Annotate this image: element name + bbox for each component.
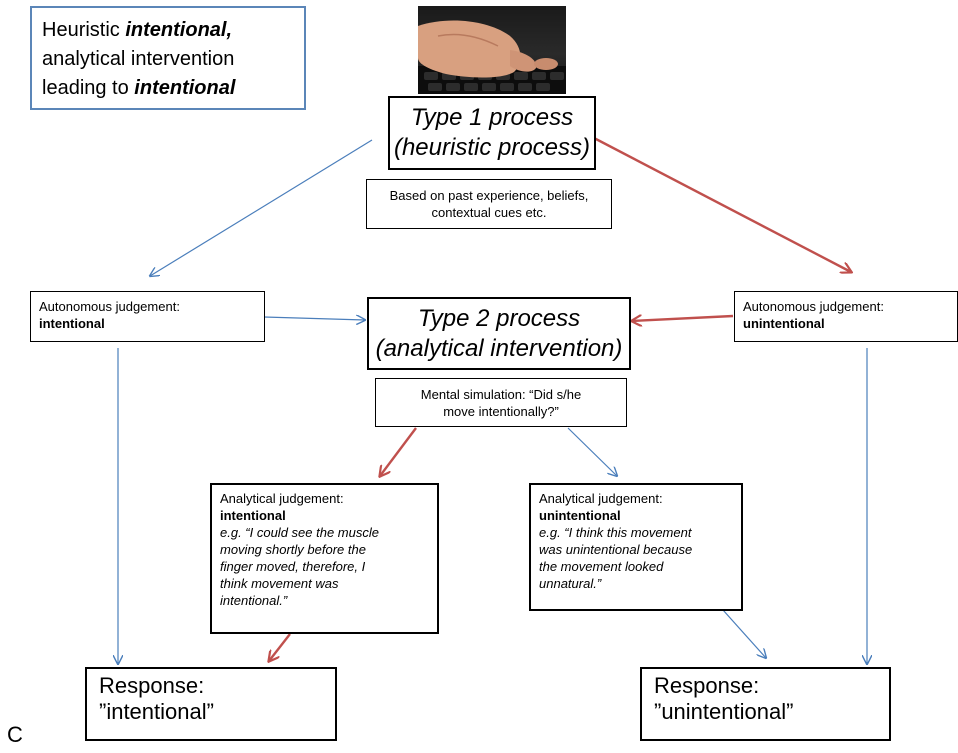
auto-right-label: Autonomous judgement: [743,299,884,314]
anal-left-label: Analytical judgement: [220,491,344,506]
example-line: the movement looked [539,559,664,574]
autonomous-judgement-left-box: Autonomous judgement: intentional [30,291,265,342]
resp-left-line-1: Response: [99,673,205,698]
simulation-line-1: Mental simulation: “Did s/he [420,386,582,402]
panel-letter: C [7,722,23,747]
arrow-auto-right-to-type2 [632,316,734,321]
arrow-anal-left-to-resp [269,633,291,661]
title-line-1: Heuristic intentional, [42,19,233,41]
type2-process-box: Type 2 process (analytical intervention) [367,297,631,370]
resp-left-line-2: ”intentional” [99,699,214,724]
analytical-judgement-left-box: Analytical judgement: intentional e.g. “… [210,483,439,634]
type1-note-box: Based on past experience, beliefs, conte… [366,179,612,229]
type2-line-2: (analytical intervention) [375,334,623,362]
example-line: think movement was [220,576,339,591]
example-line: unnatural.” [539,576,602,591]
type1-line-2: (heuristic process) [393,134,591,161]
autonomous-judgement-right-box: Autonomous judgement: unintentional [734,291,958,342]
resp-right-line-1: Response: [654,673,760,698]
auto-left-value: intentional [39,316,105,331]
example-line: finger moved, therefore, I [220,559,366,574]
analytical-judgement-right-box: Analytical judgement: unintentional e.g.… [529,483,743,611]
title-line-2: analytical intervention [42,48,235,70]
auto-right-value: unintentional [743,316,825,331]
type1-note-line-2: contextual cues etc. [431,205,547,220]
auto-left-label: Autonomous judgement: [39,299,180,314]
resp-right-line-2: ”unintentional” [654,699,794,724]
example-line: intentional.” [220,593,288,608]
arrow-anal-right-to-resp [722,609,766,658]
arrow-auto-left-to-type2 [263,317,365,320]
response-left-box: Response: ”intentional” [85,667,337,741]
type1-process-box: Type 1 process (heuristic process) [388,96,596,170]
example-line: was unintentional because [539,542,693,557]
example-line: e.g. “I think this movement [539,525,692,540]
title-box: Heuristic intentional, analytical interv… [30,6,306,110]
hand-on-keyboard-image [418,6,566,94]
type1-note-line-1: Based on past experience, beliefs, [389,188,589,203]
arrow-sim-to-anal-left [380,427,417,476]
anal-left-example: e.g. “I could see the muscle moving shor… [220,524,429,609]
anal-left-value: intentional [220,508,286,523]
arrow-type1-to-auto-left [150,139,373,276]
example-line: moving shortly before the [220,542,366,557]
mental-simulation-box: Mental simulation: “Did s/he move intent… [375,378,627,427]
arrow-type1-to-auto-right [593,136,851,272]
anal-right-value: unintentional [539,508,621,523]
type2-line-1: Type 2 process [417,304,581,332]
anal-right-label: Analytical judgement: [539,491,663,506]
example-line: e.g. “I could see the muscle [220,525,379,540]
anal-right-example: e.g. “I think this movement was unintent… [539,524,733,592]
simulation-line-2: move intentionally?” [443,403,559,419]
arrow-sim-to-anal-right [567,427,617,476]
response-right-box: Response: ”unintentional” [640,667,891,741]
title-line-3: leading to intentional [42,77,236,99]
type1-line-1: Type 1 process [410,104,574,131]
